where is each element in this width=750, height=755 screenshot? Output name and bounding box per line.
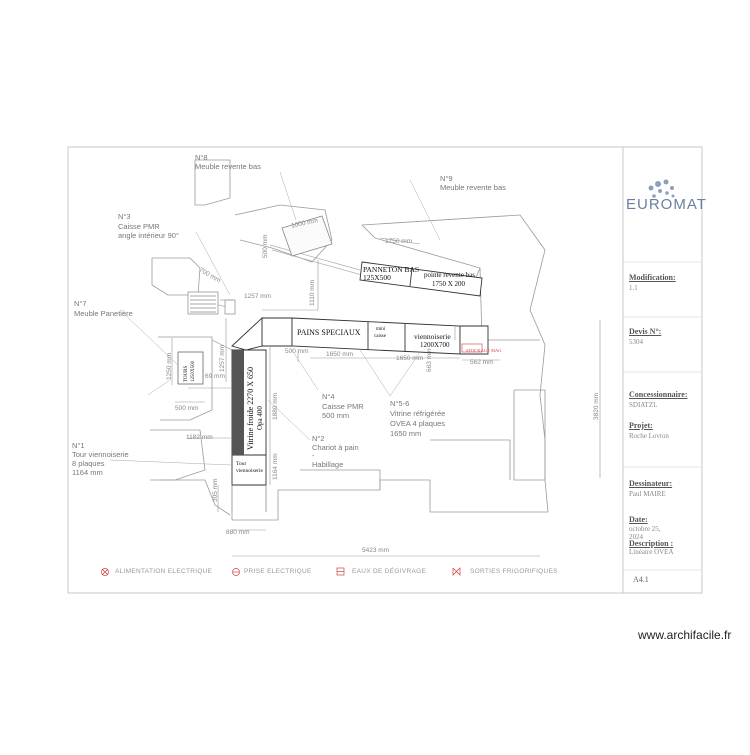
callout-n2-line1: Chariot à pain [312, 443, 359, 452]
dim-5423: 5423 mm [362, 547, 390, 554]
floor-box-label-1: TOURS [184, 365, 189, 382]
projet-value: Roche Lovton [629, 432, 669, 440]
small-box-label-1: Tour [236, 461, 247, 467]
callout-n8-number: N°8 [195, 153, 208, 162]
pointe-label-1: pointe revente bas [424, 271, 475, 279]
callout-n56-line3: 1650 mm [390, 429, 422, 438]
callout-n4-line2: 500 mm [322, 411, 350, 420]
dim-880: 880 mm [226, 529, 250, 536]
callout-n3-number: N°3 [118, 212, 131, 221]
callout-n2-line3: Habillage [312, 460, 344, 469]
legend-prise: PRISE ELECTRIQUE [244, 568, 312, 575]
callout-n9-text: Meuble revente bas [440, 183, 506, 192]
legend-sorties: SORTIES FRIGORIFIQUES [470, 568, 558, 575]
legend-eaux: EAUX DE DÉGIVRAGE [352, 568, 427, 575]
concessionnaire-label: Concessionnaire: [629, 390, 688, 399]
sheet-number: A4.1 [633, 575, 649, 584]
legend-symbols [101, 567, 461, 576]
callout-n3-line1: Caisse PMR [118, 222, 160, 231]
description-label: Description : [629, 539, 674, 548]
callout-n56-number: N°5-6 [390, 399, 410, 408]
callout-n7-text: Meuble Panetière [74, 309, 133, 318]
mini-caisse-label-2: caisse [374, 334, 386, 339]
dim-500-a: 500 mm [262, 234, 269, 258]
dim-562: 562 mm [470, 359, 494, 366]
vitrine-dark-strip [232, 350, 244, 455]
dim-305: 305 mm [212, 478, 219, 502]
dim-69: 69 mm [205, 373, 225, 380]
dim-500-b: 500 mm [285, 348, 309, 355]
pains-speciaux-label: PAINS SPECIAUX [297, 328, 361, 337]
mini-caisse-label-1: mini [376, 327, 386, 332]
concessionnaire-value: SDIATZL [629, 401, 658, 409]
dim-1650-a: 1650 mm [326, 351, 354, 358]
dessinateur-value: Paul MAIRE [629, 490, 666, 498]
brand-logo-text: EUROMAT [626, 196, 707, 213]
meuble-revente-bas-8 [281, 215, 333, 257]
small-box-label-2: viennoiserie [236, 468, 263, 474]
date-value-1: octobre 25, [629, 525, 661, 533]
vitrine-froide-label-1: Vitrine froide 2270 X 650 [246, 366, 255, 450]
projet-label: Projet: [629, 421, 653, 430]
modification-value: 1.1 [629, 284, 638, 292]
viennoiserie-label-2: 1200X700 [420, 341, 450, 349]
panneton-label-2: 125X500 [363, 273, 391, 282]
floor-box-label-2: 1250X500 [191, 360, 196, 382]
dim-1250: 1250 mm [166, 352, 173, 380]
callout-n7-number: N°7 [74, 299, 87, 308]
dim-3820: 3820 mm [593, 392, 600, 420]
stockage-mag-label: STOCKAGE MAG [466, 348, 502, 353]
dim-1110: 1110 mm [309, 279, 316, 306]
callout-n1-line3: 1164 mm [72, 468, 103, 477]
callout-n56-line2: OVEA 4 plaques [390, 419, 446, 428]
leader-lines [109, 171, 441, 466]
callout-n56-line1: Vitrine réfrigérée [390, 409, 446, 418]
callout-n4-line1: Caisse PMR [322, 402, 364, 411]
viennoiserie-label-1: viennoiserie [414, 332, 451, 341]
drawing-frame [67, 146, 703, 594]
caisse-pmr-angle [187, 291, 236, 315]
panneton-label-1: PANNETON BAS [363, 265, 420, 274]
dim-1257-a: 1257 mm [244, 293, 272, 300]
dim-1750: 1750 mm [385, 238, 413, 245]
modification-label: Modification: [629, 273, 676, 282]
vitrine-froide-label-2: Opa 400 [256, 406, 264, 430]
pointe-label-2: 1750 X 200 [432, 280, 466, 288]
callout-n3-line2: angle intérieur 90° [118, 231, 179, 240]
dimension-lines [171, 237, 601, 557]
callout-n4-number: N°4 [322, 392, 335, 401]
dessinateur-label: Dessinateur: [629, 479, 673, 488]
callout-n8-text: Meuble revente bas [195, 162, 261, 171]
callout-n1-number: N°1 [72, 441, 85, 450]
watermark-link[interactable]: www.archifacile.fr [638, 628, 732, 642]
dim-1182: 1182 mm [186, 434, 213, 441]
euromat-logo-icon [648, 179, 675, 198]
dim-1650-b: 1650 mm [396, 355, 424, 362]
dim-1880: 1880 mm [272, 392, 279, 420]
description-value: Linéaire OVEA [629, 548, 674, 556]
devis-label: Devis N°: [629, 327, 662, 336]
callout-n2-line2: - [312, 451, 315, 460]
date-value-2: 2024 [629, 533, 643, 541]
meuble-revente-bas-9 [359, 261, 483, 297]
meuble-panetiere [177, 351, 204, 385]
callout-n9-number: N°9 [440, 174, 453, 183]
callout-n1-line2: 8 plaques [72, 459, 105, 468]
dim-1257-b: 1257 mm [219, 344, 226, 372]
callout-n2-number: N°2 [312, 434, 325, 443]
dim-663: 663 mm [426, 348, 433, 372]
dim-1164: 1164 mm [272, 453, 279, 480]
callout-n1-line1: Tour viennoiserie [72, 450, 129, 459]
devis-value: 5304 [629, 338, 643, 346]
legend-alimentation: ALIMENTATION ELECTRIQUE [115, 568, 213, 575]
dim-500-c: 500 mm [175, 405, 199, 412]
date-label: Date: [629, 515, 648, 524]
